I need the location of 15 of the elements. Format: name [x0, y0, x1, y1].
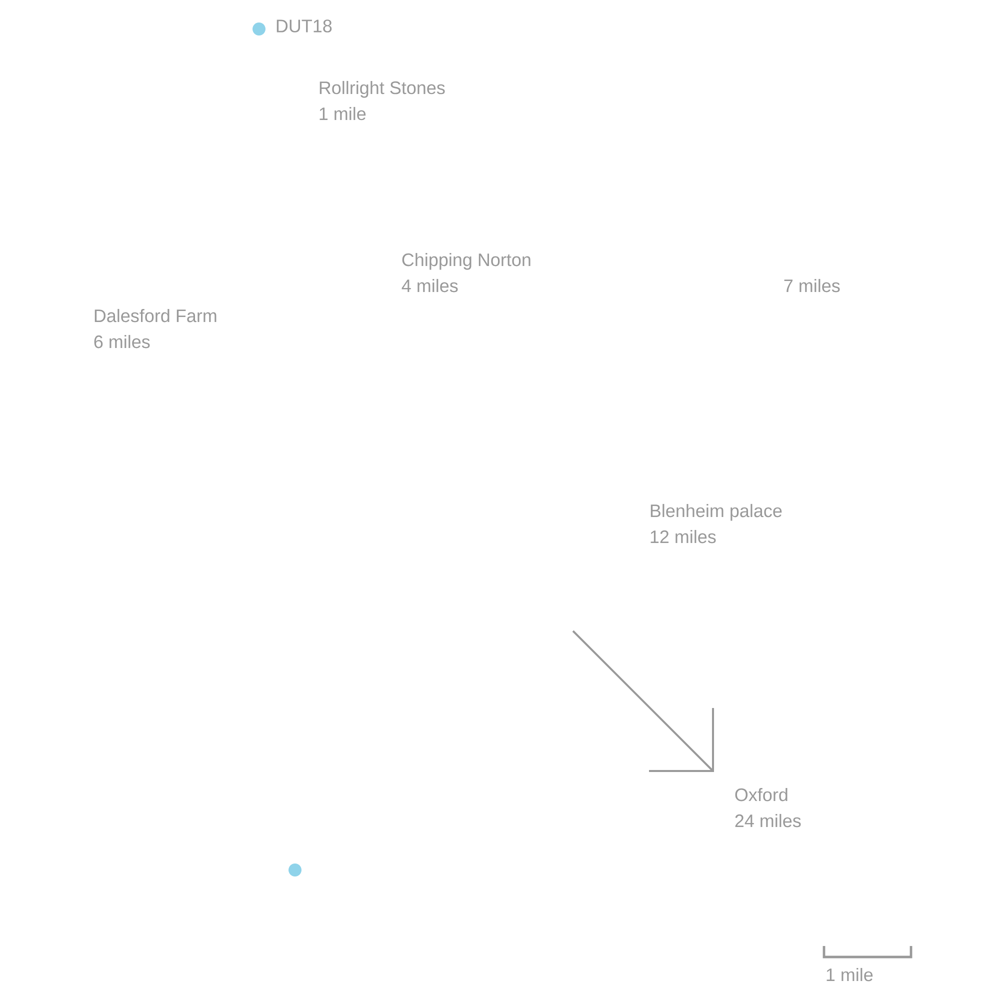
distance-label: 6 miles — [94, 334, 150, 348]
place-label: Blenheim palace — [650, 504, 782, 521]
distance-label: 1 mile — [320, 106, 366, 120]
distance-label: 4 miles — [402, 278, 458, 292]
place-label: Dalesford Farm — [94, 308, 216, 322]
distance-label: 24 miles — [735, 814, 801, 828]
location-dot — [288, 864, 302, 877]
distance-label: 12 miles — [650, 530, 716, 544]
location-dot — [252, 22, 266, 36]
place-label: Rollright Stones — [320, 80, 445, 98]
place-label: Oxford — [735, 788, 788, 802]
distance-label: 7 miles — [784, 278, 840, 292]
scale-label: 1 mile — [826, 968, 873, 982]
place-label: Chipping Norton — [402, 252, 530, 270]
location-label: DUT18 — [276, 20, 332, 32]
